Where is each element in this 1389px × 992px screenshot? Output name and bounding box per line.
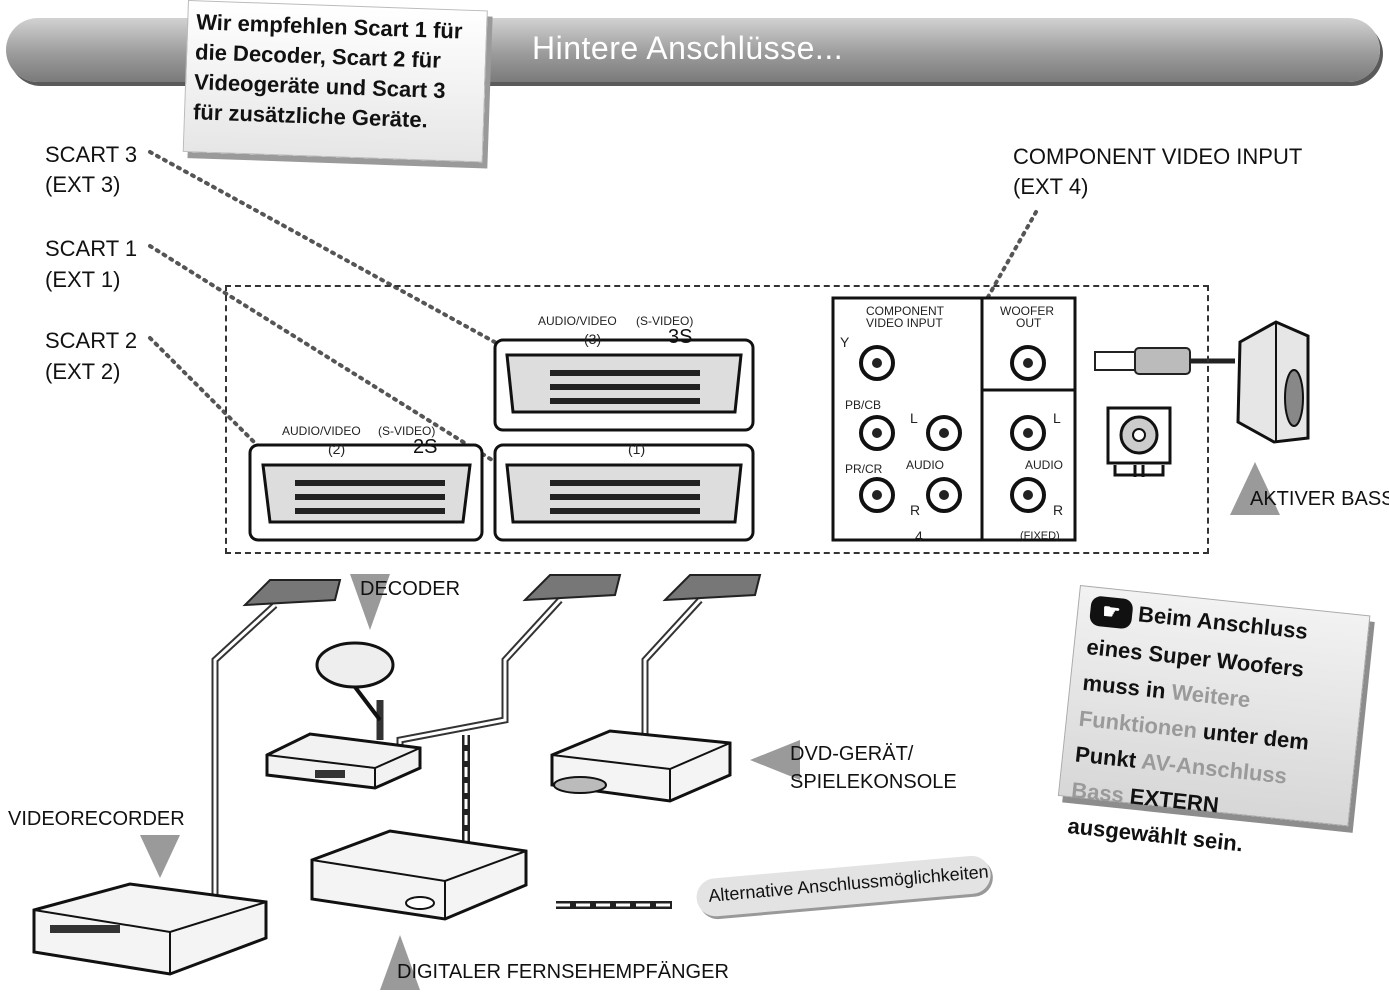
scart2-label: SCART 2: [45, 328, 138, 353]
scart3-av-label: AUDIO/VIDEO: [538, 314, 617, 328]
satellite-dish-icon: [315, 641, 395, 722]
pb-label: PB/CB: [845, 398, 882, 412]
dvd-label-2: SPIELEKONSOLE: [790, 771, 957, 793]
scart1-num: (1): [628, 441, 646, 457]
dvd-player-icon: [550, 729, 732, 803]
scart3-sv-label: (S-VIDEO): [636, 314, 694, 328]
digital-receiver-icon: [310, 829, 528, 921]
component-label: COMPONENT VIDEO INPUT: [1013, 144, 1303, 169]
hand-pointer-icon: ☛: [1088, 595, 1134, 630]
audio-l-label: L: [910, 410, 918, 426]
scart2-sv-label: (S-VIDEO): [378, 424, 436, 438]
audio-label: AUDIO: [906, 458, 945, 472]
scart2-av-label: AUDIO/VIDEO: [282, 424, 361, 438]
audio2-r-label: R: [1053, 502, 1064, 518]
fixed-label: (FIXED): [1020, 530, 1060, 542]
component-title-2: VIDEO INPUT: [866, 316, 943, 330]
dvd-label-1: DVD-GERÄT/: [790, 743, 914, 765]
aktiver-bass-label: AKTIVER BASS: [1250, 488, 1389, 510]
rear-panel-frame: [225, 285, 1209, 554]
scart2-num: (2): [328, 441, 346, 457]
videorecorder-label: VIDEORECORDER: [8, 808, 185, 830]
scart3-ext: (EXT 3): [45, 172, 121, 197]
scart1-label: SCART 1: [45, 236, 138, 261]
scart3-label: SCART 3: [45, 142, 138, 167]
pr-label: PR/CR: [845, 462, 883, 476]
decoder-icon: [265, 732, 422, 790]
scart1-ext: (EXT 1): [45, 267, 121, 292]
scart-connectors: [248, 338, 755, 542]
scart2-ext: (EXT 2): [45, 359, 121, 384]
videorecorder-icon: [32, 882, 268, 976]
audio2-label: AUDIO: [1025, 458, 1064, 472]
component-ext: (EXT 4): [1013, 174, 1089, 199]
audio-r-label: R: [910, 502, 921, 518]
scart3-num: (3): [584, 331, 602, 347]
digital-receiver-label: DIGITALER FERNSEHEMPFÄNGER: [397, 961, 729, 983]
audio2-l-label: L: [1053, 410, 1061, 426]
scart3-s-label: 3S: [668, 326, 693, 348]
antenna-socket-icon: [1106, 406, 1172, 477]
woofer-label-1: WOOFER: [1000, 304, 1054, 318]
component-title-1: COMPONENT: [866, 304, 944, 318]
subwoofer-note: ☛Beim Anschluss eines Super Woofers muss…: [1057, 585, 1371, 857]
decoder-label: DECODER: [360, 578, 461, 600]
scart2-s-label: 2S: [413, 436, 438, 458]
subwoofer-icon: [1236, 320, 1310, 444]
page-title: Hintere Anschlüsse...: [532, 30, 844, 66]
ext4-label: 4: [915, 528, 923, 544]
woofer-label-2: OUT: [1016, 316, 1042, 330]
y-label: Y: [840, 334, 850, 350]
component-panel: [831, 296, 1077, 542]
